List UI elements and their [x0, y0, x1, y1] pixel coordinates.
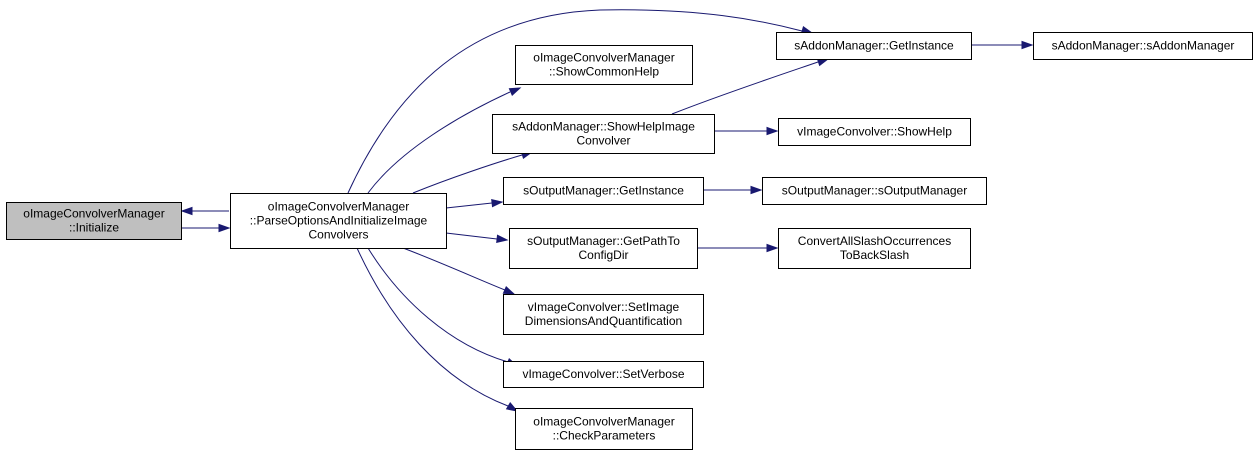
arrow-head: [180, 206, 193, 216]
node-label-line: ::CheckParameters: [553, 429, 656, 443]
arrow-head: [491, 198, 504, 208]
node-label-line: sOutputManager::GetInstance: [523, 184, 684, 198]
node-label-line: ConvertAllSlashOccurrences: [798, 234, 951, 248]
edge-line: [367, 247, 509, 363]
edge-line: [356, 247, 509, 407]
node-box[interactable]: [492, 114, 715, 154]
edge-outputgetinstance-to-outputctor: [703, 185, 763, 195]
node-label-line: sOutputManager::sOutputManager: [782, 184, 967, 198]
node-outputctor[interactable]: sOutputManager::sOutputManager: [762, 177, 987, 205]
node-label-line: Convolver: [576, 134, 630, 148]
node-checkparams[interactable]: oImageConvolverManager::CheckParameters: [515, 408, 693, 450]
node-box[interactable]: [6, 202, 182, 240]
arrow-head: [750, 185, 763, 195]
node-initialize[interactable]: oImageConvolverManager::Initialize: [6, 202, 182, 240]
node-box[interactable]: [503, 177, 704, 205]
node-box[interactable]: [503, 361, 704, 388]
edge-parse-to-addongetinstance: [347, 9, 814, 194]
arrow-head: [1021, 40, 1034, 50]
arrow-head: [496, 234, 509, 243]
arrow-head: [218, 223, 231, 233]
node-label-line: sAddonManager::sAddonManager: [1052, 39, 1235, 53]
edge-getpathtoconfig-to-convertslash: [697, 243, 779, 253]
node-box[interactable]: [230, 193, 447, 249]
edge-showhelpimage-to-addongetinstance: [671, 58, 830, 115]
edge-parse-to-setimagedims: [402, 247, 516, 295]
node-label-line: ConfigDir: [578, 248, 628, 262]
node-box[interactable]: [778, 228, 971, 269]
edge-showhelpimage-to-showhelp: [714, 126, 779, 136]
edge-line: [412, 154, 523, 194]
arrow-head: [508, 87, 522, 96]
node-box[interactable]: [509, 228, 698, 269]
edge-parse-to-checkparams: [356, 247, 519, 412]
node-box[interactable]: [1033, 32, 1253, 60]
node-label-line: oImageConvolverManager: [533, 415, 674, 429]
arrow-head: [766, 126, 779, 136]
node-box[interactable]: [515, 45, 693, 85]
node-showhelp[interactable]: vImageConvolver::ShowHelp: [778, 118, 971, 146]
node-label-line: oImageConvolverManager: [23, 207, 164, 221]
arrow-head: [502, 286, 516, 295]
node-label-line: vImageConvolver::ShowHelp: [797, 125, 952, 139]
node-outputgetinstance[interactable]: sOutputManager::GetInstance: [503, 177, 704, 205]
edge-line: [402, 247, 506, 291]
node-label-line: Convolvers: [308, 228, 368, 242]
node-showcommonhelp[interactable]: oImageConvolverManager::ShowCommonHelp: [515, 45, 693, 85]
node-box[interactable]: [503, 294, 704, 335]
edge-line: [445, 232, 498, 240]
node-label-line: ToBackSlash: [840, 248, 909, 262]
node-label-line: sAddonManager::GetInstance: [794, 39, 954, 53]
node-addongetinstance[interactable]: sAddonManager::GetInstance: [776, 32, 972, 60]
edge-parse-to-getpathtoconfig: [445, 232, 509, 243]
edge-line: [367, 91, 511, 194]
edge-parse-to-initialize: [180, 206, 229, 216]
node-setverbose[interactable]: vImageConvolver::SetVerbose: [503, 361, 704, 388]
edge-addongetinstance-to-addonctor: [971, 40, 1034, 50]
node-label-line: vImageConvolver::SetVerbose: [522, 367, 684, 381]
node-box[interactable]: [778, 118, 971, 146]
node-label-line: oImageConvolverManager: [533, 51, 674, 65]
node-label-line: ::ParseOptionsAndInitializeImage: [250, 214, 428, 228]
node-label-line: sAddonManager::ShowHelpImage: [512, 120, 695, 134]
edge-line: [671, 61, 819, 115]
node-parse[interactable]: oImageConvolverManager::ParseOptionsAndI…: [230, 193, 447, 249]
node-addonctor[interactable]: sAddonManager::sAddonManager: [1033, 32, 1253, 60]
node-label-line: ::ShowCommonHelp: [549, 65, 659, 79]
arrow-head: [505, 402, 519, 412]
node-setimagedims[interactable]: vImageConvolver::SetImageDimensionsAndQu…: [503, 294, 704, 335]
node-label-line: sOutputManager::GetPathTo: [527, 234, 680, 248]
node-box[interactable]: [515, 408, 693, 450]
edge-parse-to-showcommonhelp: [367, 87, 522, 194]
edge-line: [445, 202, 493, 209]
node-box[interactable]: [762, 177, 987, 205]
edge-line: [347, 9, 803, 194]
node-label-line: ::Initialize: [69, 221, 119, 235]
edge-initialize-to-parse: [181, 223, 231, 233]
edge-parse-to-outputgetinstance: [445, 198, 504, 209]
nodes-layer: oImageConvolverManager::InitializeoImage…: [6, 32, 1253, 450]
node-label-line: vImageConvolver::SetImage: [528, 300, 680, 314]
edges-layer: [180, 9, 1034, 412]
node-label-line: DimensionsAndQuantification: [525, 314, 682, 328]
arrow-head: [766, 243, 779, 253]
node-box[interactable]: [776, 32, 972, 60]
node-label-line: oImageConvolverManager: [268, 200, 409, 214]
